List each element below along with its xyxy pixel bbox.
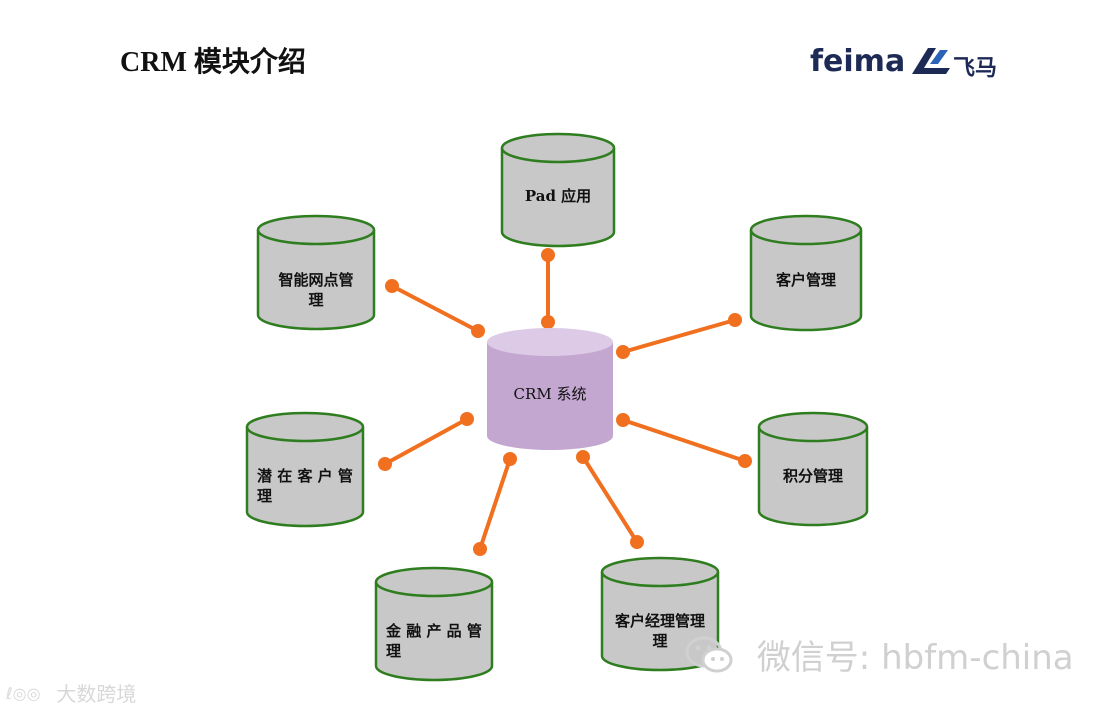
cylinder-label-line1: 潜 在 客 户 管: [257, 467, 353, 485]
cylinder-label-line1: 智能网点管: [278, 271, 353, 289]
cylinder-label-line1: 客户经理管理: [614, 612, 705, 630]
cylinder-label-line2: 理: [308, 291, 323, 309]
connector-customer: [616, 313, 742, 359]
cylinder-label-line2: 理: [652, 632, 667, 650]
connector-potential: [378, 412, 474, 471]
cylinder-smart-branch-management: 智能网点管 理: [256, 214, 376, 331]
center-cylinder-crm: CRM 系统: [487, 328, 613, 450]
watermark-left: ℓ◎◎ 大数跨境: [5, 678, 137, 707]
cylinder-potential-customer-management: 潜 在 客 户 管 理: [245, 411, 365, 528]
watermark-right: 微信号: hbfm-china: [684, 630, 1074, 679]
connector-finance: [473, 452, 517, 556]
connector-points: [616, 413, 752, 468]
page-title: CRM 模块介绍: [120, 47, 306, 78]
cylinder-points-management: 积分管理: [757, 411, 869, 527]
watermark-right-text: 微信号: hbfm-china: [756, 638, 1074, 678]
connectors: [378, 248, 752, 556]
cylinder-label-line2: 理: [386, 642, 401, 660]
connector-branch: [385, 279, 485, 338]
logo-text: feima: [810, 44, 906, 79]
center-label: CRM 系统: [514, 385, 587, 403]
watermark-logo-icon: ℓ◎◎: [5, 684, 41, 703]
wechat-icon: [685, 636, 733, 672]
connector-manager: [576, 450, 644, 549]
cylinder-customer-management: 客户管理: [749, 214, 863, 332]
cylinder-pad-app: Pad 应用: [500, 132, 616, 248]
watermark-left-text: 大数跨境: [56, 682, 137, 706]
cylinder-label: 积分管理: [783, 467, 843, 485]
logo-chinese: 飞马: [953, 56, 998, 81]
cylinder-financial-product-management: 金 融 产 品 管 理: [374, 566, 494, 682]
logo-mark-icon: [912, 48, 950, 74]
cylinder-label: Pad 应用: [525, 187, 591, 205]
cylinder-label: 客户管理: [775, 271, 836, 289]
feima-logo: feima 飞马: [810, 42, 1005, 82]
cylinder-label-line2: 理: [257, 487, 272, 505]
cylinder-label-line1: 金 融 产 品 管: [385, 622, 482, 640]
connector-pad: [541, 248, 555, 329]
svg-text:ℓ◎◎: ℓ◎◎: [6, 684, 41, 703]
